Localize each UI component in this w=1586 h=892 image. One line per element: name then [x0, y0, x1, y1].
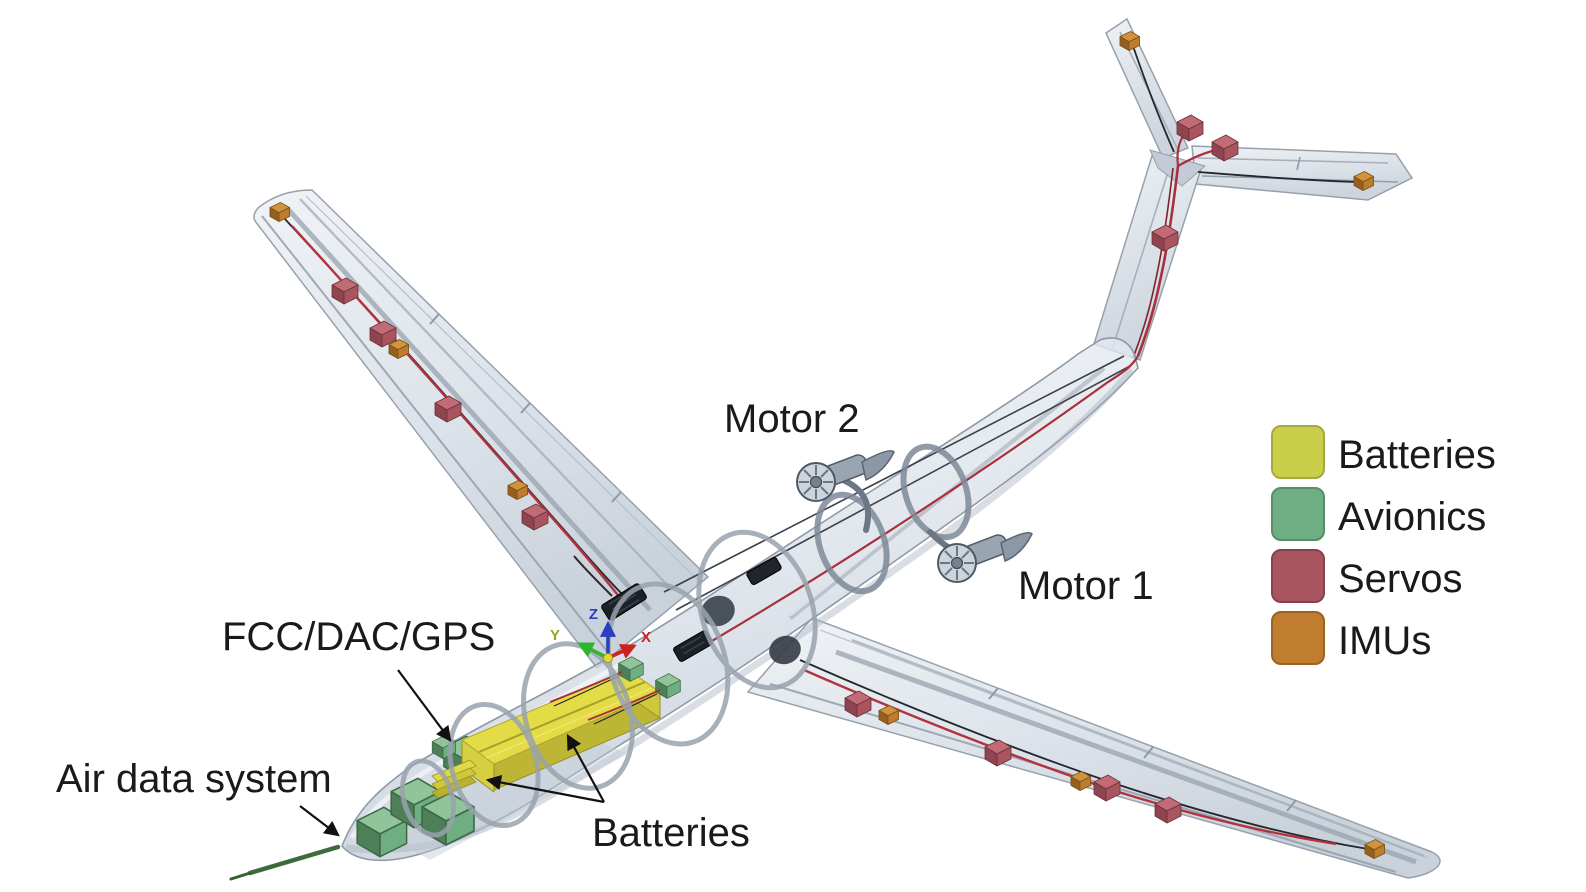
triad-origin	[603, 653, 613, 663]
legend: Batteries Avionics Servos IMUs	[1271, 425, 1496, 665]
tail-right-wire	[1197, 171, 1357, 183]
frame-ring	[605, 581, 731, 747]
motor-1-label: Motor 1	[1018, 564, 1154, 608]
pitot-boom	[229, 844, 341, 881]
legend-label-imus: IMUs	[1338, 619, 1431, 663]
right-wing-spar	[835, 649, 1417, 865]
motor-1-mount-strap	[900, 443, 972, 541]
air-data-system-label: Air data system	[56, 757, 332, 801]
motor-1-pod	[900, 443, 1033, 583]
legend-swatch-imus	[1271, 611, 1325, 665]
tail-left-wire	[1132, 45, 1175, 153]
batteries-arrow-1	[566, 733, 605, 803]
legend-label-servos: Servos	[1338, 557, 1463, 601]
frame-ring	[400, 758, 456, 838]
motor-2-pod	[796, 450, 895, 595]
boom-power-wire	[699, 355, 1139, 649]
frame-ring	[696, 529, 818, 691]
air-data-arrow	[299, 805, 340, 837]
boom-wire-1	[663, 355, 1125, 593]
y-axis-arrow	[577, 642, 609, 660]
legend-item-avionics: Avionics	[1271, 487, 1486, 541]
legend-item-imus: IMUs	[1271, 611, 1431, 665]
legend-swatch-avionics	[1271, 487, 1325, 541]
motor-1-prop-disc	[937, 543, 977, 583]
frame-ring	[447, 701, 541, 829]
legend-swatch-servos	[1271, 549, 1325, 603]
motor-2-mount-strap	[814, 491, 890, 595]
left-wing-spar	[285, 206, 652, 612]
x-axis-label: X	[641, 629, 651, 646]
fin-power-wire	[1136, 165, 1180, 357]
bulkhead-disc	[769, 635, 801, 665]
legend-swatch-batteries	[1271, 425, 1325, 479]
annotation-arrows	[299, 669, 605, 837]
motor-1-spinner-cone	[1000, 531, 1033, 563]
fcc-dac-gps-label: FCC/DAC/GPS	[222, 615, 495, 659]
legend-item-batteries: Batteries	[1271, 425, 1496, 479]
legend-label-batteries: Batteries	[1338, 433, 1496, 477]
esc-box	[746, 557, 782, 585]
fuselage-frames	[400, 529, 818, 838]
right-wing	[746, 617, 1441, 879]
frame-ring	[521, 641, 635, 791]
fcc-arrow	[397, 669, 452, 742]
batteries-label: Batteries	[592, 811, 750, 855]
y-axis-label: Y	[550, 627, 560, 644]
z-axis-label: Z	[589, 606, 598, 623]
coordinate-triad: Z X Y	[550, 606, 651, 663]
left-wing-hinge-line	[261, 215, 611, 656]
legend-item-servos: Servos	[1271, 549, 1463, 603]
legend-label-avionics: Avionics	[1338, 495, 1486, 539]
motor-2-label: Motor 2	[724, 397, 860, 441]
batteries-arrow-2	[485, 774, 605, 804]
motor-2-prop-disc	[796, 462, 836, 502]
motor-2-spinner-cone	[861, 450, 895, 482]
